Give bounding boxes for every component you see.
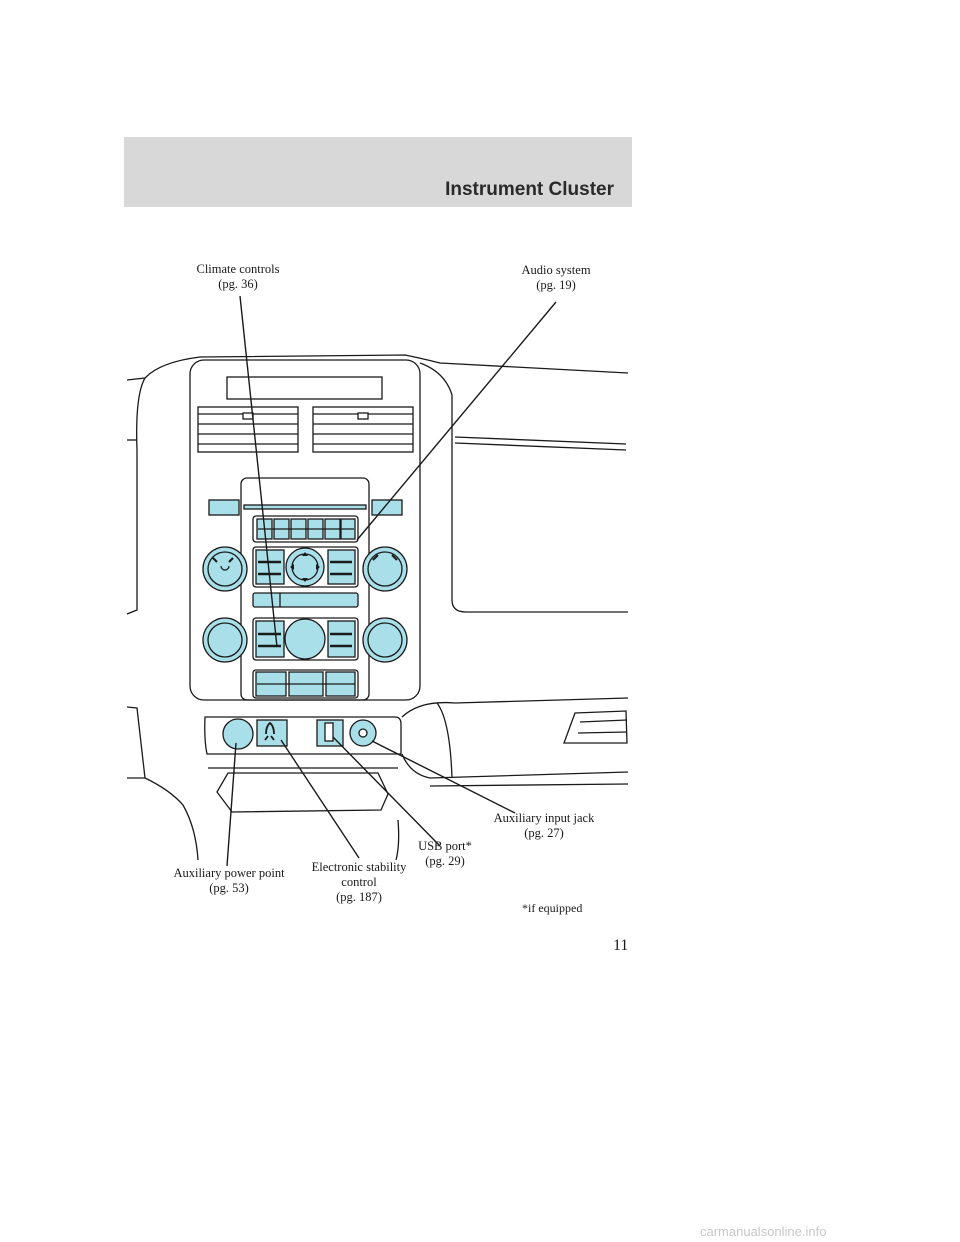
audio-system-label: Audio system (pg. 19): [503, 263, 609, 293]
footnote: *if equipped: [522, 901, 583, 915]
lower-console: [204, 716, 402, 755]
storage-bin: [216, 772, 389, 813]
dashboard-right-panel: [419, 362, 628, 613]
aux-power-point-label: Auxiliary power point (pg. 53): [150, 866, 308, 896]
header-band: Instrument Cluster: [124, 137, 632, 207]
driver-temp-knob: [202, 617, 248, 663]
aux-input-jack-page: (pg. 27): [524, 826, 564, 840]
passenger-temp-knob: [362, 617, 408, 663]
dashboard-outline: [126, 354, 629, 381]
climate-fan-knob: [284, 618, 326, 660]
esc-title-cont: control: [341, 875, 377, 889]
esc-page: (pg. 187): [336, 890, 382, 904]
aux-power-point-page: (pg. 53): [209, 881, 249, 895]
audio-system-page: (pg. 19): [536, 278, 576, 292]
climate-controls-label: Climate controls (pg. 36): [181, 262, 295, 292]
display-window: [226, 376, 383, 400]
defrost-buttons: [252, 669, 359, 699]
audio-system-title: Audio system: [521, 263, 591, 277]
aux-input-jack-title: Auxiliary input jack: [493, 811, 595, 825]
aux-power-point-title: Auxiliary power point: [173, 866, 285, 880]
usb-port-label: USB port* (pg. 29): [405, 839, 485, 869]
esc-label: Electronic stability control (pg. 187): [296, 860, 422, 905]
eject-button: [208, 499, 240, 516]
climate-controls-page: (pg. 36): [218, 277, 258, 291]
dashboard-left-edge: [126, 377, 146, 615]
aux-power-point: [222, 718, 254, 750]
menu-button: [371, 499, 403, 516]
preset-buttons: [252, 515, 359, 543]
control-faceplate: [240, 477, 370, 701]
tune-knob: [362, 546, 408, 592]
watermark: carmanualsonline.info: [700, 1224, 827, 1239]
right-vent: [312, 406, 414, 453]
usb-port-title: USB port*: [418, 839, 472, 853]
section-title: Instrument Cluster: [445, 179, 614, 200]
mid-button-bar: [252, 592, 359, 608]
leader-lines: [226, 295, 557, 867]
aux-input-jack-label: Auxiliary input jack (pg. 27): [474, 811, 614, 841]
esc-title: Electronic stability: [311, 860, 407, 874]
climate-controls-title: Climate controls: [196, 262, 280, 276]
left-vent: [197, 406, 299, 453]
usb-port-page: (pg. 29): [425, 854, 465, 868]
power-volume-knob: [202, 546, 248, 592]
shifter-trim: [563, 710, 628, 744]
climate-controls: [252, 617, 359, 661]
page-number: 11: [613, 937, 629, 954]
